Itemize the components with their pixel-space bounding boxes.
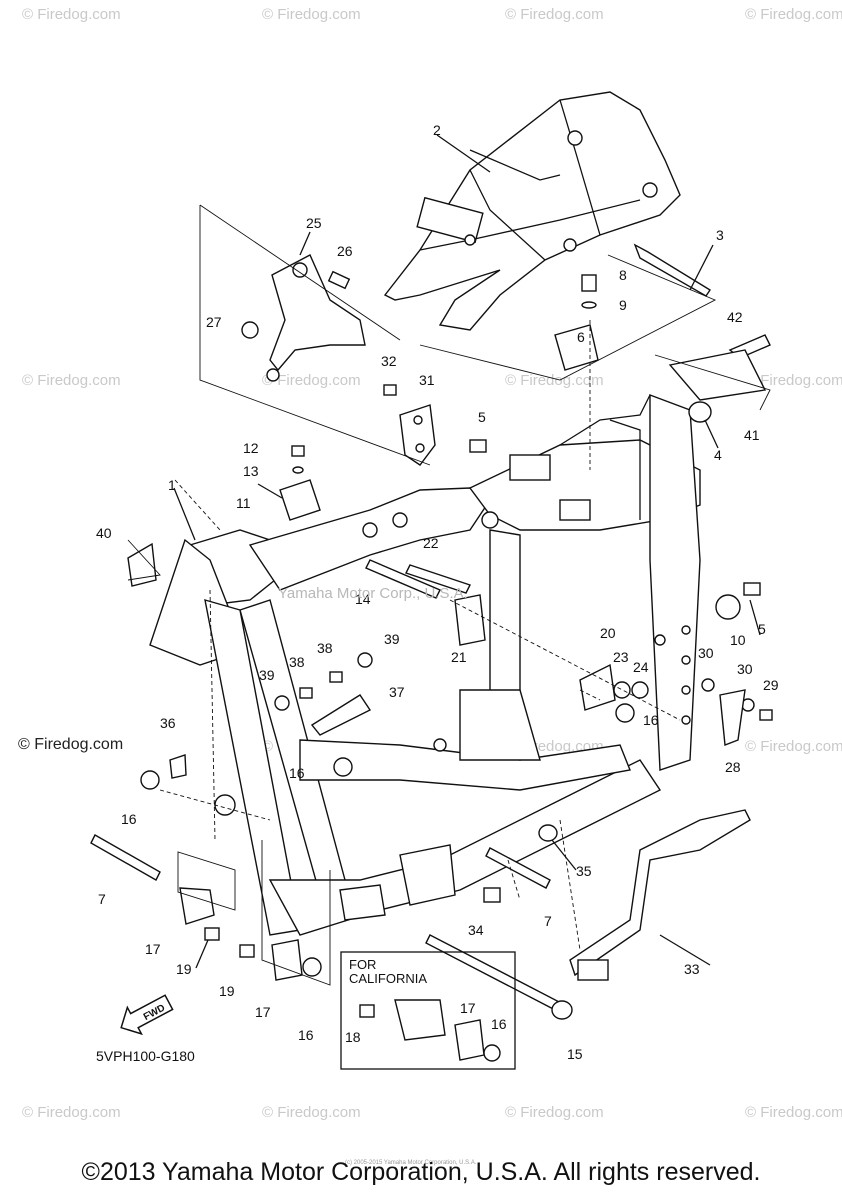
callout-label: 11 [236,495,251,511]
mid-watermark: Yamaha Motor Corp., U.S.A. [278,585,468,602]
watermark: © Firedog.com [505,372,604,389]
callout-label: 34 [468,922,484,938]
callout-label: 20 [600,625,616,641]
callout-label: 3 [716,227,724,243]
callout-label: 8 [619,267,627,283]
callout-label: 17 [460,1000,476,1016]
callout-label: 17 [255,1004,271,1020]
callout-label: 26 [337,243,353,259]
callout-label: 7 [544,913,552,929]
callout-label: 2 [433,122,441,138]
callout-label: 30 [698,645,714,661]
callout-label: 39 [384,631,400,647]
watermark: © Firedog.com [262,372,361,389]
callout-label: 35 [576,863,592,879]
footrest-bracket-part-33 [569,809,751,981]
callout-label: 12 [243,440,259,456]
callout-label: 19 [219,983,235,999]
watermark: © Firedog.com [262,6,361,23]
callout-label: 5 [478,409,486,425]
callout-label: 19 [176,961,192,977]
tiny-copyright: (c) 2005-2015 Yamaha Motor Corporation, … [345,1160,477,1166]
callout-label: 42 [727,309,743,325]
callout-label: 7 [98,891,106,907]
california-box-title: FOR CALIFORNIA [349,957,428,986]
callout-label: 37 [389,684,405,700]
callout-label: 38 [289,654,305,670]
watermark: © Firedog.com [745,1104,842,1121]
callout-label: 23 [613,649,629,665]
callout-label: 16 [121,811,137,827]
watermark: © Firedog.com [505,1104,604,1121]
callout-label: 40 [96,525,112,541]
copyright-notice: ©2013 Yamaha Motor Corporation, U.S.A. A… [81,1158,761,1186]
callout-label: 4 [714,447,722,463]
callout-label: 22 [423,535,439,551]
leader-lines [127,134,771,986]
rear-frame-part-2 [383,91,681,331]
callout-label: 24 [633,659,649,675]
callout-label: 39 [259,667,275,683]
callout-label: 27 [206,314,222,330]
callout-label: 15 [567,1046,583,1062]
california-box [340,951,516,1070]
callout-label: 33 [684,961,700,977]
callout-label: 18 [345,1029,361,1045]
callout-label: 32 [381,353,397,369]
callout-label: 31 [419,372,435,388]
callout-label: 17 [145,941,161,957]
callout-label: 6 [577,329,585,345]
callout-label: 38 [317,640,333,656]
callout-label: 16 [643,712,659,728]
callout-label: 9 [619,297,627,313]
small-parts [90,243,773,1062]
callout-label: 5 [758,621,766,637]
callout-label: 1 [168,477,176,493]
callout-label: 36 [160,715,176,731]
watermark: © Firedog.com [22,6,121,23]
watermark: © Firedog.com [262,1104,361,1121]
watermark: © Firedog.com [505,6,604,23]
watermark: © Firedog.com [22,1104,121,1121]
callout-label: 10 [730,632,746,648]
watermark: © Firedog.com [745,738,842,755]
watermark: © Firedog.com [22,372,121,389]
callout-label: 41 [744,427,760,443]
main-frame-part-1 [149,393,701,936]
callout-label: 13 [243,463,259,479]
callout-label: 30 [737,661,753,677]
callout-label: 29 [763,677,779,693]
watermark: © Firedog.com [745,6,842,23]
callout-label: 14 [355,591,371,607]
callout-label: 16 [289,765,305,781]
callout-label: 28 [725,759,741,775]
callout-label: 25 [306,215,322,231]
watermark: © Firedog.com [745,372,842,389]
callout-label: 16 [298,1027,314,1043]
callout-label: 16 [491,1016,507,1032]
callout-labels: 1 2 3 4 5 5 6 7 7 8 9 10 11 12 13 14 15 … [96,122,779,1062]
firedog-watermark-left: © Firedog.com [18,736,124,753]
diagram-code: 5VPH100-G180 [96,1048,195,1064]
fwd-arrow-icon: FWD [120,994,174,1036]
callout-label: 21 [451,649,467,665]
